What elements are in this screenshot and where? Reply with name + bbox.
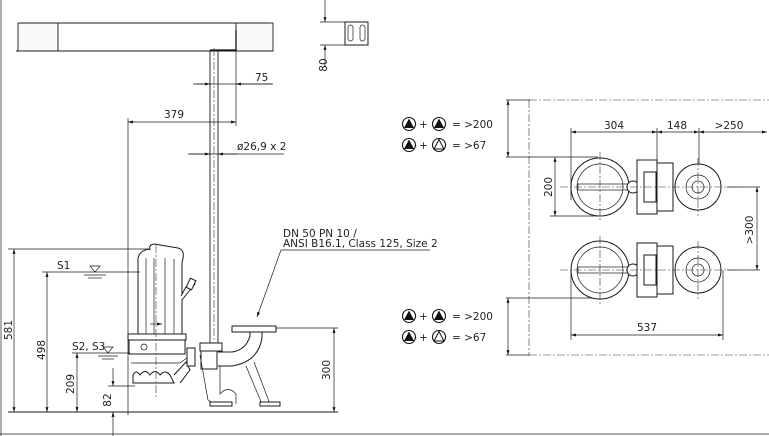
svg-text:ø26,9 x 2: ø26,9 x 2 xyxy=(237,141,286,153)
svg-text:300: 300 xyxy=(321,360,333,380)
open-triangle-circle-icon xyxy=(431,329,447,345)
svg-text:+: + xyxy=(419,332,428,344)
plan-view: 304 148 >250 200 >300 537 xyxy=(506,99,769,356)
svg-text:S1: S1 xyxy=(57,260,70,272)
svg-text:209: 209 xyxy=(65,374,77,394)
legend-bottom: + = >200 + = >67 xyxy=(401,308,493,345)
filled-triangle-circle-icon xyxy=(431,116,447,132)
pump-body xyxy=(127,243,197,398)
svg-text:+: + xyxy=(419,311,428,323)
svg-text:304: 304 xyxy=(604,120,624,132)
svg-text:= >200: = >200 xyxy=(452,119,493,131)
flange-note: DN 50 PN 10 / ANSI B16.1, Class 125, Siz… xyxy=(256,228,438,318)
dim-75: 75 xyxy=(193,50,273,126)
legend-top: + = >200 + = >67 xyxy=(401,116,493,153)
dim-537: 537 xyxy=(570,270,724,340)
dim-200: 200 xyxy=(543,157,598,217)
filled-triangle-circle-icon xyxy=(401,329,417,345)
pump-plan-bottom xyxy=(560,236,740,305)
svg-text:200: 200 xyxy=(543,177,555,197)
svg-text:= >200: = >200 xyxy=(452,311,493,323)
svg-text:>300: >300 xyxy=(744,216,756,245)
discharge-bend xyxy=(186,325,281,407)
dim-379: 379 xyxy=(127,109,236,415)
dim-pipe-diameter: ø26,9 x 2 xyxy=(188,141,286,156)
svg-text:>250: >250 xyxy=(715,120,744,132)
svg-text:148: 148 xyxy=(667,120,687,132)
dim-581: 581 xyxy=(3,248,150,412)
svg-text:S2, S3: S2, S3 xyxy=(72,341,105,353)
water-level-s1: S1 498 xyxy=(36,260,140,412)
svg-text:537: 537 xyxy=(637,322,657,334)
filled-triangle-circle-icon xyxy=(401,308,417,324)
dim-82: 82 xyxy=(102,368,135,436)
svg-text:379: 379 xyxy=(164,109,184,121)
svg-text:498: 498 xyxy=(36,340,48,360)
svg-text:80: 80 xyxy=(318,58,330,71)
dim-300-plus: >300 xyxy=(727,186,760,271)
dim-300: 300 xyxy=(276,327,338,412)
svg-text:+: + xyxy=(419,119,428,131)
open-triangle-circle-icon xyxy=(431,137,447,153)
svg-text:DN 50 PN 10 /: DN 50 PN 10 / xyxy=(283,228,357,240)
guide-pipe xyxy=(209,48,219,345)
bracket-detail: 80 xyxy=(318,0,369,72)
svg-text:= >67: = >67 xyxy=(452,332,486,344)
water-level-s2-s3: S2, S3 209 xyxy=(65,341,130,412)
svg-text:ANSI B16.1, Class 125, Size 2: ANSI B16.1, Class 125, Size 2 xyxy=(283,238,438,250)
svg-text:75: 75 xyxy=(255,72,268,84)
svg-text:82: 82 xyxy=(102,393,114,406)
svg-text:581: 581 xyxy=(3,320,15,340)
filled-triangle-circle-icon xyxy=(431,308,447,324)
ceiling-slab xyxy=(16,22,274,52)
filled-triangle-circle-icon xyxy=(401,116,417,132)
svg-text:= >67: = >67 xyxy=(452,140,486,152)
svg-text:+: + xyxy=(419,140,428,152)
side-view: 75 379 ø26,9 x 2 xyxy=(3,0,438,436)
filled-triangle-circle-icon xyxy=(401,137,417,153)
pump-plan-top xyxy=(560,152,740,222)
